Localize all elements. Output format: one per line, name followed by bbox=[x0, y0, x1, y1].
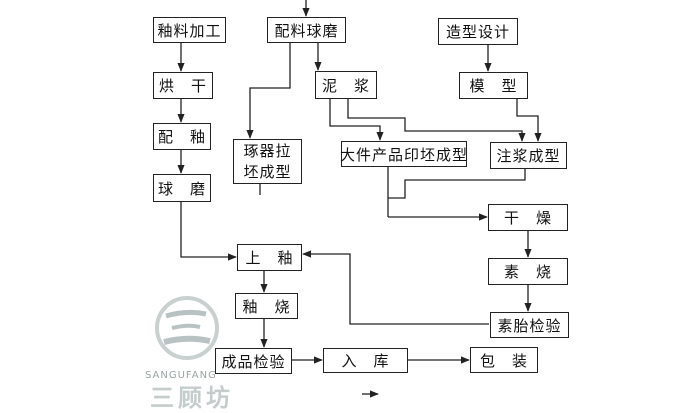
node-press-molding: 大件产品印坯成型 bbox=[340, 141, 467, 167]
node-ball-mill-1: 球 磨 bbox=[153, 174, 211, 202]
node-bisque-firing: 素 烧 bbox=[488, 258, 568, 285]
arrow-inspection-to-glazing bbox=[302, 250, 489, 325]
node-slip-casting: 注浆成型 bbox=[490, 142, 567, 169]
watermark-brand-cn: 三顾坊 bbox=[150, 384, 234, 412]
node-batch-ball-mill: 配料球磨 bbox=[267, 17, 346, 43]
node-slurry: 泥 浆 bbox=[315, 71, 377, 99]
node-glaze-processing: 釉料加工 bbox=[153, 17, 226, 43]
watermark-brand-latin: SANGUFANG bbox=[145, 370, 217, 381]
arrow-mold-to-casting bbox=[516, 98, 542, 142]
process-flow-diagram: SANGUFANG 三顾坊 釉料加工 烘 干 配 釉 球 磨 配料球磨 泥 浆 … bbox=[145, 0, 569, 412]
node-glaze-mix: 配 釉 bbox=[153, 123, 211, 150]
arrow-mill-to-glazing bbox=[180, 201, 237, 261]
node-throwing: 琢器拉坯成型 bbox=[233, 139, 302, 184]
node-bisque-inspection: 素胎检验 bbox=[490, 312, 569, 338]
node-shape-design: 造型设计 bbox=[438, 18, 518, 45]
arrow-slurry-to-casting bbox=[347, 98, 526, 142]
node-drying-1: 烘 干 bbox=[153, 72, 213, 99]
node-glaze-firing: 釉 烧 bbox=[235, 293, 298, 319]
node-drying-2: 干 燥 bbox=[488, 204, 568, 231]
arrow-slurry-to-press bbox=[329, 98, 384, 141]
arrow-batch-to-throwing bbox=[246, 42, 291, 139]
connector-lines bbox=[177, 0, 542, 398]
node-packaging: 包 装 bbox=[470, 347, 538, 373]
node-warehousing: 入 库 bbox=[323, 348, 408, 373]
node-mold: 模 型 bbox=[459, 72, 528, 99]
brand-logo-watermark bbox=[155, 296, 219, 360]
node-product-inspection: 成品检验 bbox=[215, 348, 292, 374]
line-casting-to-merge bbox=[388, 168, 526, 199]
node-glazing: 上 釉 bbox=[237, 244, 302, 271]
